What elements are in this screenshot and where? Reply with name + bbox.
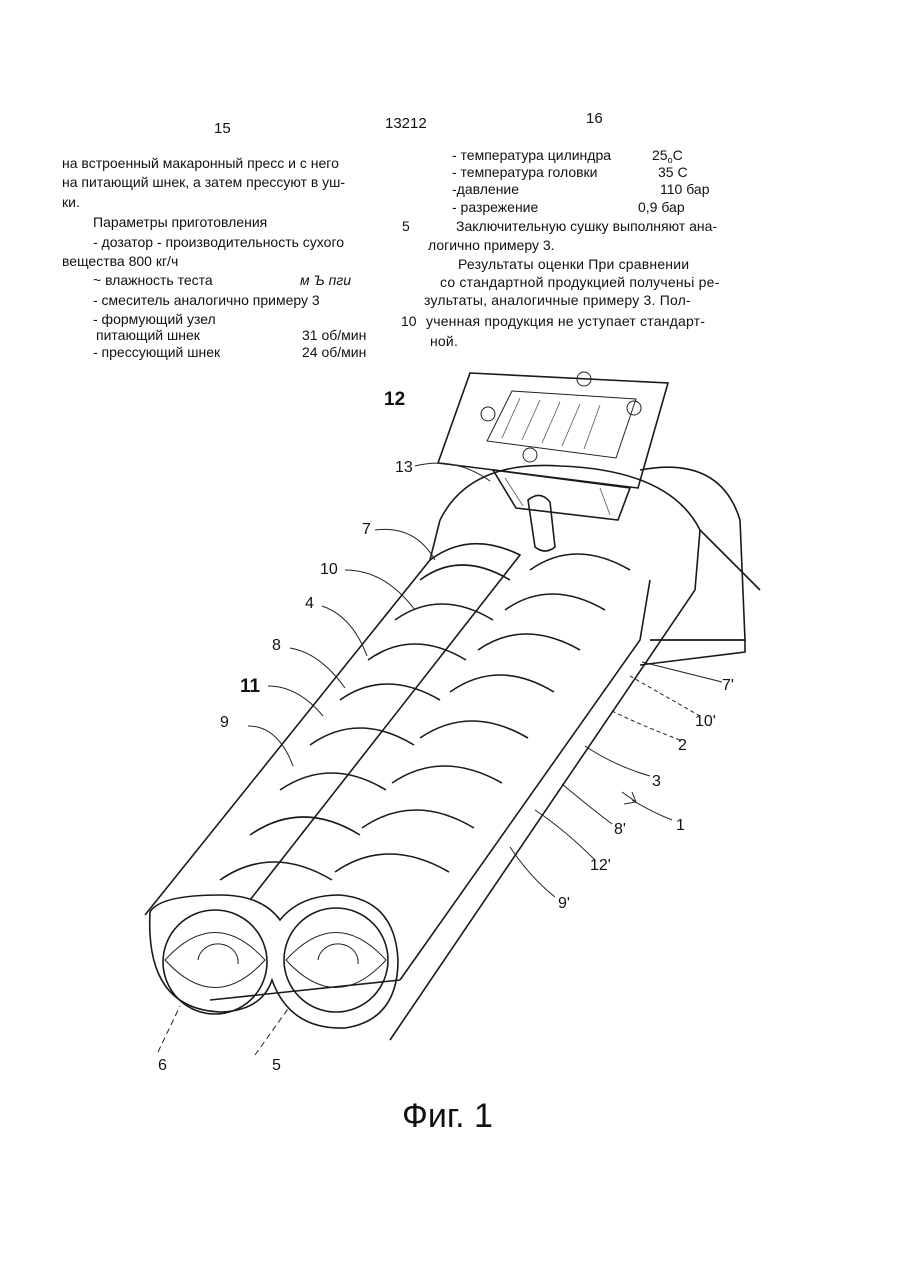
label-8-prime: 8' (614, 821, 626, 838)
label-12: 12 (384, 389, 405, 410)
label-6: 6 (158, 1057, 167, 1074)
barrel-end-face (150, 895, 398, 1028)
figure-caption: Фиг. 1 (402, 1096, 493, 1136)
label-10-prime: 10' (695, 713, 716, 730)
label-10: 10 (320, 561, 338, 578)
screw-barrel (145, 465, 760, 1040)
label-9: 9 (220, 714, 229, 731)
label-3: 3 (652, 773, 661, 790)
label-7-prime: 7' (722, 677, 734, 694)
screw-flights-left (220, 565, 510, 880)
label-12-prime: 12' (590, 857, 611, 874)
label-7: 7 (362, 521, 371, 538)
label-9-prime: 9' (558, 895, 570, 912)
label-13: 13 (395, 459, 413, 476)
figure-labels: 12 13 7 10 4 8 11 9 7' 10' 2 3 8' 1 12' … (158, 389, 734, 1074)
label-5: 5 (272, 1057, 281, 1074)
label-11: 11 (240, 676, 261, 697)
label-8: 8 (272, 637, 281, 654)
label-1: 1 (676, 817, 685, 834)
label-2: 2 (678, 737, 687, 754)
label-4: 4 (305, 595, 314, 612)
hopper-flange (438, 372, 668, 551)
